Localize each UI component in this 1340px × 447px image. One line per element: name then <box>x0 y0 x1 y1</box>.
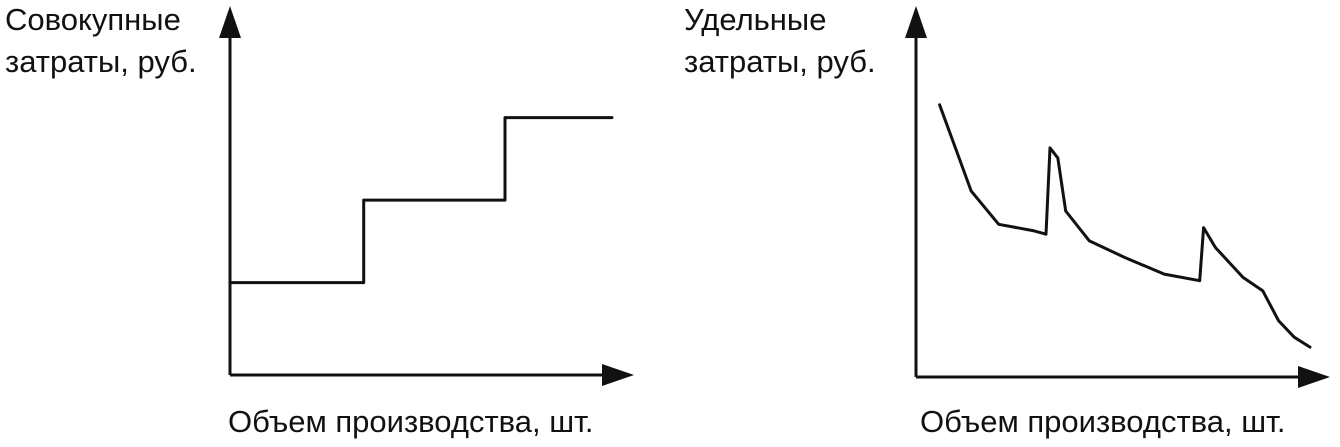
left-y-axis-arrow <box>219 6 241 38</box>
right-ylabel-line-1: Удельные <box>684 2 826 37</box>
left-ylabel-line-2: затраты, руб. <box>5 44 197 79</box>
right-y-axis-arrow <box>905 6 927 38</box>
total-costs-chart: Совокупные затраты, руб. Объем производс… <box>5 2 634 439</box>
right-x-axis-arrow <box>1298 366 1330 388</box>
left-x-axis-arrow <box>602 364 634 386</box>
unit-costs-curve <box>938 103 1312 349</box>
left-xlabel: Объем производства, шт. <box>228 404 593 439</box>
left-ylabel-line-1: Совокупные <box>5 2 181 37</box>
right-ylabel-line-2: затраты, руб. <box>684 44 876 79</box>
unit-costs-chart: Удельные затраты, руб. Объем производств… <box>684 2 1330 439</box>
right-xlabel: Объем производства, шт. <box>920 404 1285 439</box>
total-costs-step-line <box>228 116 614 285</box>
